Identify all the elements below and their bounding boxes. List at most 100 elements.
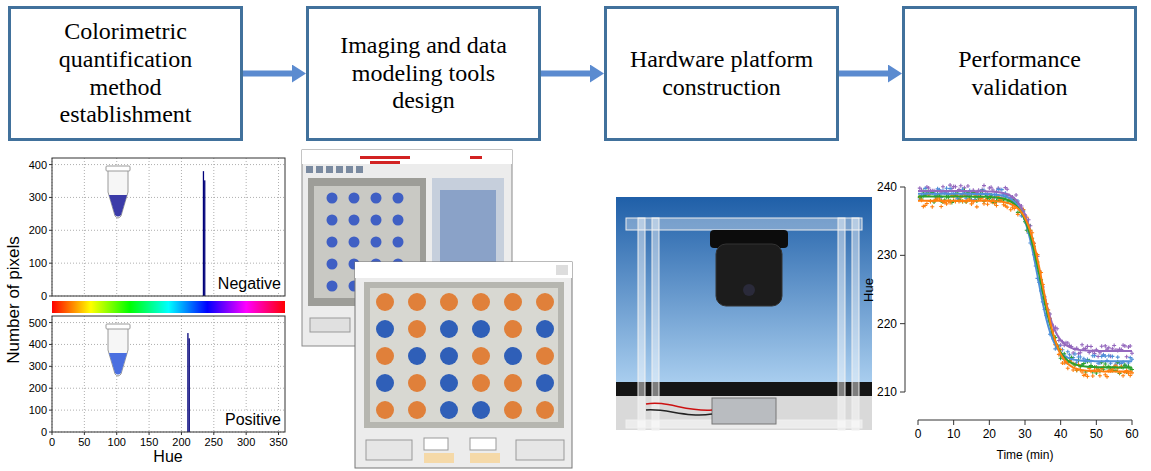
plot-ground	[52, 316, 285, 432]
sample-well	[376, 293, 394, 311]
sample-well	[327, 193, 338, 204]
sample-well	[371, 215, 382, 226]
axis-title: Time (min)	[997, 449, 1054, 461]
tick-label: 230	[877, 249, 897, 261]
tick-label: 500	[29, 317, 47, 328]
test-tube	[106, 166, 130, 218]
fitted-curve	[918, 201, 1132, 372]
tick-label: 0	[915, 428, 922, 440]
acrylic-post	[652, 218, 659, 430]
grid-line	[52, 410, 285, 411]
tick-label: 0	[41, 291, 47, 302]
input-field	[470, 438, 496, 450]
sample-well	[327, 259, 338, 270]
toolbar-icon	[356, 166, 363, 173]
axis-title: Hue	[862, 278, 875, 302]
sample-well	[371, 193, 382, 204]
sample-well	[472, 401, 490, 419]
grid-line	[213, 316, 214, 432]
status-text-mark	[360, 156, 410, 159]
sample-well	[408, 320, 426, 338]
histogram-bar	[203, 171, 204, 296]
sample-well	[472, 374, 490, 392]
status-text-mark	[470, 156, 482, 159]
sample-well	[440, 293, 458, 311]
grid-line	[52, 388, 285, 389]
tick-mark	[1025, 420, 1026, 425]
grid-line	[181, 158, 182, 296]
tick-label: 10	[947, 428, 960, 440]
axis-title: Hue	[153, 449, 182, 465]
process-box: Performance validation	[902, 6, 1137, 141]
tube-rim	[106, 324, 130, 329]
grid-line	[52, 366, 285, 367]
tick-mark	[149, 432, 150, 435]
tube-liquid	[109, 195, 127, 217]
tick-label: 240	[877, 181, 897, 193]
software-screenshot	[302, 150, 572, 468]
tick-label: 20	[983, 428, 996, 440]
toolbar-icon	[306, 166, 313, 173]
acrylic-post	[852, 218, 859, 430]
tick-mark	[1132, 420, 1133, 425]
tick-label: 350	[269, 437, 287, 448]
box-text: Colorimetric quantification method estab…	[23, 18, 228, 128]
grid-line	[213, 158, 214, 296]
tick-mark	[900, 392, 905, 393]
sample-well	[536, 347, 554, 365]
data-points	[918, 183, 1134, 359]
tick-label: 200	[29, 383, 47, 394]
histogram-bar	[204, 180, 205, 296]
axis-line	[905, 187, 906, 392]
flow-arrow	[839, 71, 888, 77]
tick-label: 0	[41, 427, 47, 438]
sample-well	[393, 215, 404, 226]
sample-well	[504, 401, 522, 419]
window-frame	[355, 262, 572, 468]
process-box: Imaging and data modeling tools design	[306, 6, 541, 141]
tick-mark	[900, 323, 905, 324]
tick-mark	[918, 420, 919, 425]
tick-label: 60	[1125, 428, 1138, 440]
tick-label: 300	[29, 361, 47, 372]
camera-image	[364, 282, 564, 428]
window-title-bar	[302, 150, 512, 164]
toolbar-icon	[346, 166, 353, 173]
axis-title: Number of pixels	[5, 236, 22, 364]
process-box: Hardware platform construction	[604, 6, 839, 141]
grid-line	[52, 263, 285, 264]
hue-time-chart	[900, 183, 1134, 425]
sample-well	[440, 374, 458, 392]
data-points	[918, 189, 1134, 376]
power-wire	[646, 410, 712, 415]
photo-ground	[616, 197, 872, 430]
tick-label: 100	[108, 437, 126, 448]
panel-label: Negative	[216, 276, 283, 292]
acrylic-post	[638, 218, 645, 430]
tick-mark	[989, 420, 990, 425]
tick-label: 100	[29, 405, 47, 416]
process-box: Colorimetric quantification method estab…	[8, 6, 243, 141]
sample-well	[376, 347, 394, 365]
tick-mark	[900, 255, 905, 256]
sample-well	[536, 293, 554, 311]
tick-label: 0	[49, 437, 55, 448]
tick-label: 200	[172, 437, 190, 448]
grid-line	[52, 322, 285, 323]
tick-mark	[84, 432, 85, 435]
sample-well	[472, 320, 490, 338]
tick-label: 30	[1018, 428, 1031, 440]
tick-mark	[953, 420, 954, 425]
plate-image	[370, 288, 558, 422]
tick-label: 40	[1054, 428, 1067, 440]
close-button	[556, 265, 568, 275]
tick-label: 250	[205, 437, 223, 448]
tick-label: 50	[1090, 428, 1103, 440]
sample-well	[504, 320, 522, 338]
sample-well	[440, 347, 458, 365]
histogram-figure	[49, 158, 285, 435]
sample-well	[440, 320, 458, 338]
tube-liquid	[109, 353, 127, 375]
fitted-curve	[918, 191, 1132, 351]
